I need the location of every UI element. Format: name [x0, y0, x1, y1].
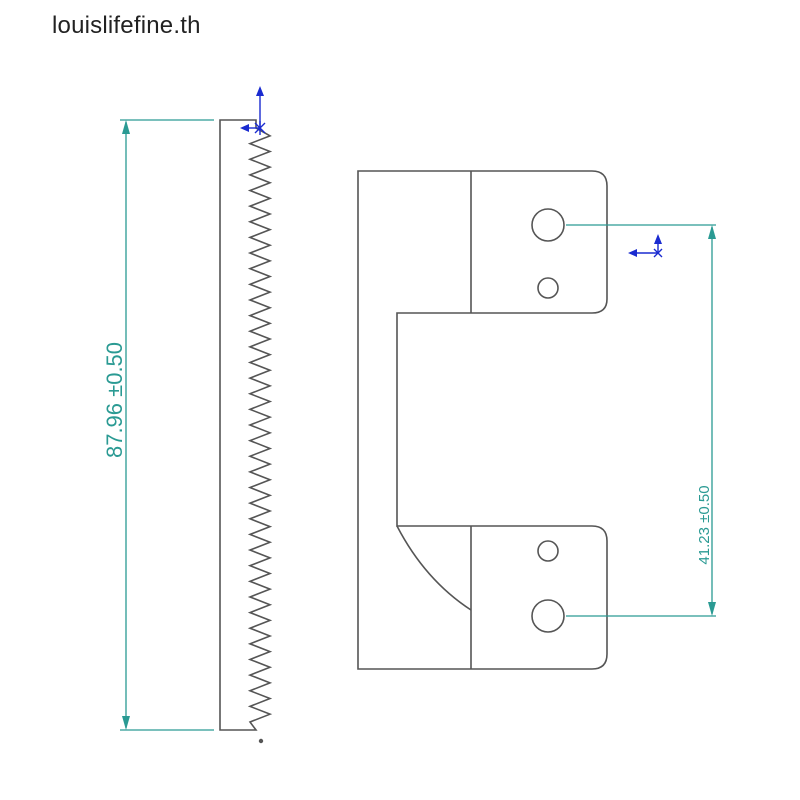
watermark-text: louislifefine.th: [52, 12, 201, 39]
lower-large-hole: [531, 599, 565, 633]
upper-large-hole: [531, 208, 565, 242]
axis-triad-blade: [240, 86, 266, 135]
hole-spacing-dimension: 41.23 ±0.50: [566, 224, 716, 617]
serrated-blade: [219, 119, 273, 731]
spacing-arrow-bottom: [708, 602, 716, 616]
bracket-fillet-arc: [396, 525, 472, 611]
spacing-arrow-top: [708, 225, 716, 239]
length-dimension-label: 87.96 ±0.50: [102, 342, 127, 458]
length-arrow-top: [122, 120, 130, 134]
blade-outline: [219, 119, 273, 731]
upper-small-hole: [537, 277, 559, 299]
axis-triad-bracket: [628, 234, 663, 258]
bracket-outline: [357, 170, 608, 670]
blade-origin-dot: [258, 738, 264, 744]
length-arrow-bottom: [122, 716, 130, 730]
spacing-dimension-label: 41.23 ±0.50: [696, 485, 713, 564]
length-dimension: 87.96 ±0.50: [102, 119, 214, 731]
lower-small-hole: [537, 540, 559, 562]
bracket-part: [357, 170, 608, 670]
